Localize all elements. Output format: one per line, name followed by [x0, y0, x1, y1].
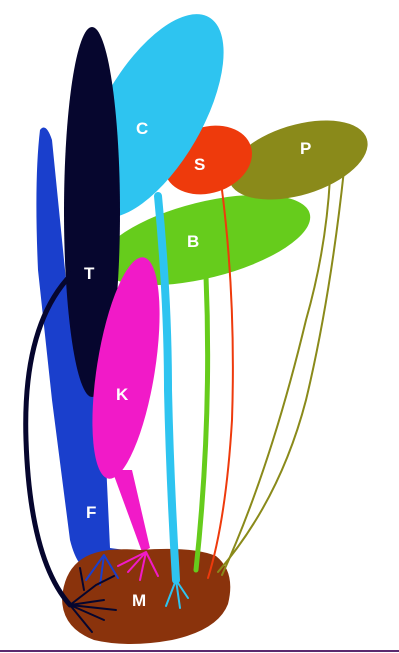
- label-b: B: [187, 232, 199, 251]
- label-t: T: [84, 264, 95, 283]
- label-k: K: [116, 385, 129, 404]
- label-m: M: [132, 591, 146, 610]
- label-c: C: [136, 119, 148, 138]
- region-k-stalk: [112, 470, 150, 552]
- label-p: P: [300, 139, 311, 158]
- label-f: F: [86, 503, 96, 522]
- label-s: S: [194, 155, 205, 174]
- b-connector-line: [196, 276, 208, 570]
